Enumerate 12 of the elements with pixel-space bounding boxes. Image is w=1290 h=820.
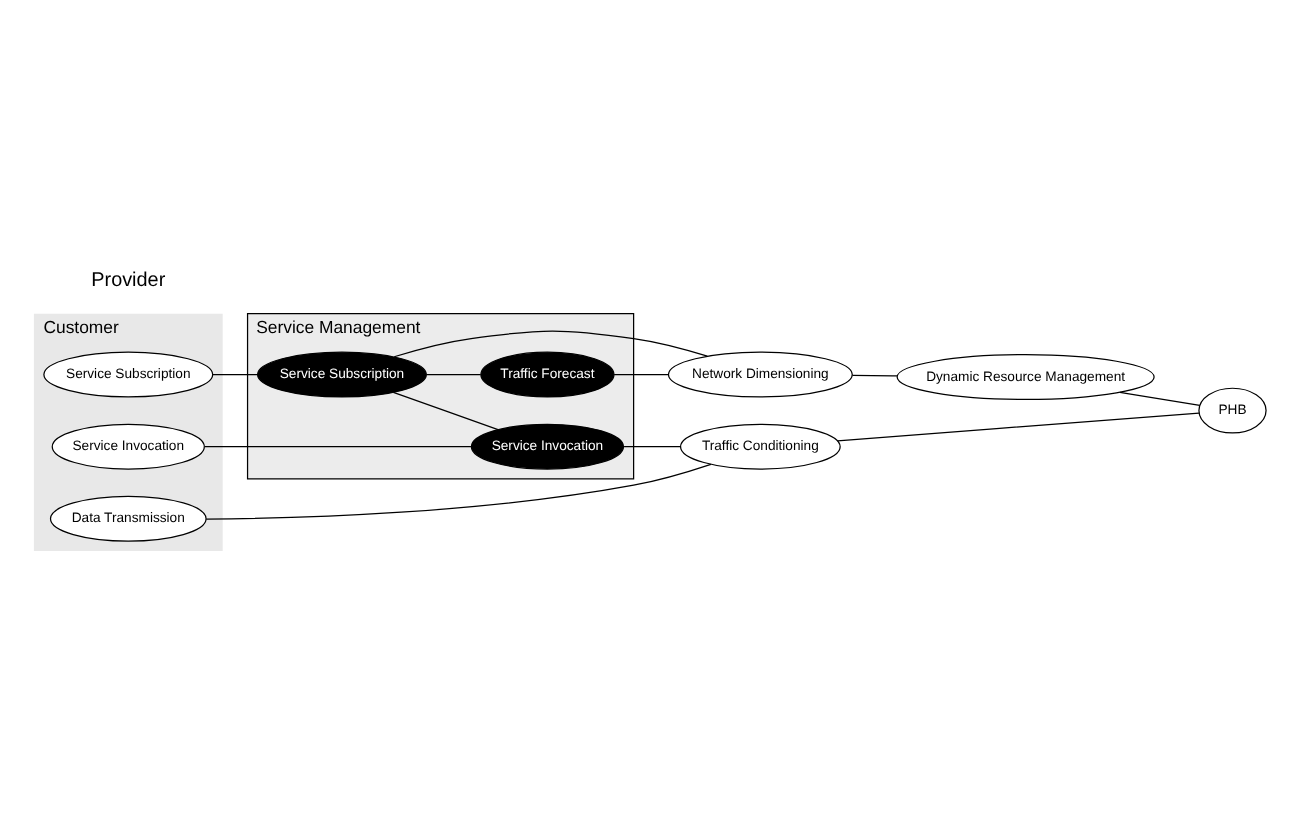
connector	[205, 463, 712, 520]
label: Provider	[91, 270, 166, 293]
connector	[212, 373, 258, 376]
connector	[426, 373, 482, 376]
connector	[623, 446, 681, 448]
connector	[204, 446, 472, 448]
connector	[836, 412, 1200, 442]
connector	[393, 330, 708, 358]
connector	[392, 391, 499, 431]
connector	[1119, 391, 1201, 407]
connector	[851, 374, 898, 377]
connector	[613, 373, 669, 376]
